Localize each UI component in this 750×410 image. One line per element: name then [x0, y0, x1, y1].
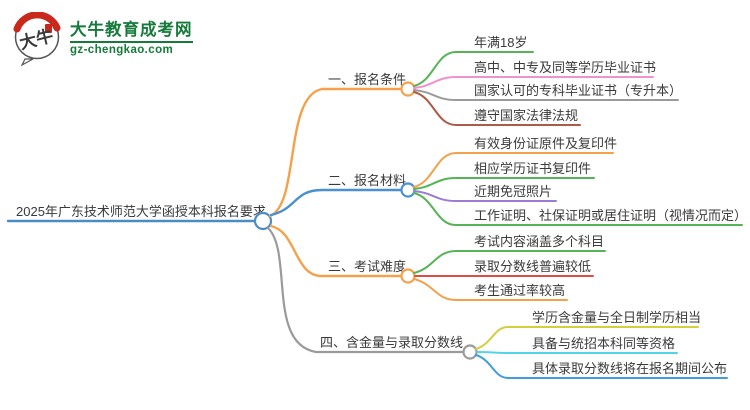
branch-label: 三、考试难度 — [328, 259, 406, 274]
site-name: 大牛教育成考网 — [70, 21, 193, 39]
item-label: 国家认可的专科毕业证书（专升本） — [474, 83, 682, 98]
branch-label: 一、报名条件 — [328, 72, 406, 87]
branch-node — [400, 182, 416, 198]
branch-node — [400, 81, 416, 97]
item-line — [413, 190, 557, 202]
item-line — [413, 51, 534, 87]
item-label: 遵守国家法律法规 — [474, 108, 578, 123]
item-line — [475, 326, 699, 350]
logo-seal-icon — [45, 24, 52, 33]
item-line — [413, 152, 614, 188]
item-line — [413, 278, 568, 301]
logo-bubble-tail — [20, 58, 34, 66]
site-logo: 大牛 大牛教育成考网 gz-chengkao.com — [12, 12, 193, 66]
item-line — [413, 91, 581, 126]
item-label: 具体录取分数线将在报名期间公布 — [532, 361, 727, 376]
logo-text-block: 大牛教育成考网 gz-chengkao.com — [70, 22, 193, 56]
item-label: 考生通过率较高 — [474, 283, 565, 298]
item-label: 考试内容涵盖多个科目 — [474, 234, 604, 249]
item-label: 近期免冠照片 — [474, 184, 552, 199]
logo-divider — [70, 41, 193, 43]
logo-badge: 大牛 — [13, 12, 61, 66]
item-label: 具备与统招本科同等资格 — [532, 336, 675, 351]
item-label: 高中、中专及同等学历毕业证书 — [474, 60, 656, 75]
logo-red-arc — [13, 12, 61, 33]
item-label: 相应学历证书复印件 — [474, 161, 591, 176]
item-line — [413, 250, 606, 274]
branch-line — [266, 226, 465, 354]
branch-label: 四、含金量与录取分数线 — [320, 335, 463, 350]
branch-line — [268, 87, 403, 218]
item-label: 学历含金量与全日制学历相当 — [532, 310, 701, 325]
item-line — [413, 192, 743, 226]
item-label: 有效身份证原件及复印件 — [474, 136, 617, 151]
branch-node — [462, 344, 478, 360]
branch-label: 二、报名材料 — [328, 173, 406, 188]
root-node — [253, 211, 273, 231]
item-label: 年满18岁 — [474, 35, 527, 50]
root-label: 2025年广东技术师范大学函授本科报名要求 — [16, 204, 266, 219]
branch-line — [269, 188, 403, 217]
item-line — [476, 351, 678, 354]
branch-node — [400, 268, 416, 284]
branch-line — [269, 224, 403, 278]
site-url: gz-chengkao.com — [70, 43, 174, 56]
item-label: 工作证明、社保证明或居住证明（视情况而定） — [474, 208, 747, 223]
item-line — [413, 76, 654, 89]
item-line — [413, 89, 679, 101]
item-label: 录取分数线普遍较低 — [474, 259, 591, 274]
item-line — [475, 354, 728, 379]
item-line — [413, 177, 595, 190]
